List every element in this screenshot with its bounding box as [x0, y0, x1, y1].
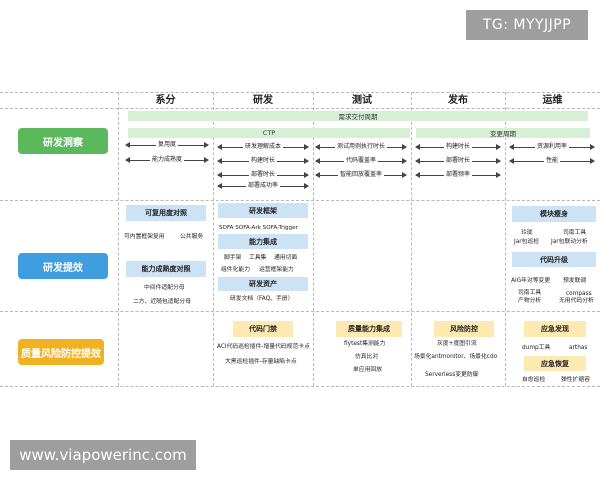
- box-code-upgrade: 代码升级: [512, 252, 596, 267]
- metric-capability: 能力成熟度: [125, 155, 209, 165]
- text-toolset: 工具集: [249, 255, 267, 261]
- text-flytest: flytest集测能力: [344, 341, 386, 347]
- text-aig-change: AIG年对等变更: [511, 278, 551, 284]
- text-dump-tool: dump工具: [522, 345, 551, 351]
- metric-resource-util: 资源利用率: [509, 142, 595, 152]
- text-middleware-denominator: 中间件适配分母: [144, 285, 185, 291]
- text-linglong: 玲珑: [521, 230, 533, 236]
- text-serverless-defense: Serverless变更防御: [425, 372, 479, 378]
- grid-line: [213, 92, 214, 386]
- box-capability-compare: 能力成熟度对照: [126, 261, 206, 277]
- text-sinan-tool-2: 司南工具: [518, 290, 542, 296]
- watermark-top: TG: MYYJJPP: [466, 10, 588, 40]
- text-stock-defect: 大黑巡检插件-存量缺陷卡点: [225, 359, 297, 365]
- text-artifact-analysis: 产物分析: [518, 298, 542, 304]
- grid-line: [313, 92, 314, 386]
- text-package-denominator: 二方、近随包适配分母: [133, 299, 191, 305]
- grid-line: [0, 311, 600, 312]
- ctp-bar: CTP: [128, 128, 410, 138]
- text-single-app-replay: 单应用回放: [353, 367, 382, 373]
- metric-deploy-success: 部署成功率: [217, 181, 309, 191]
- box-quality-integration: 质量能力集成: [336, 321, 402, 337]
- text-self-heal: 自愈巡检: [522, 377, 546, 383]
- metric-release-frequency: 部署频率: [415, 170, 501, 180]
- column-header-ceshi: 测试: [352, 95, 372, 106]
- metric-performance: 性能: [509, 156, 595, 166]
- grid-line: [118, 92, 119, 386]
- grid-line: [0, 386, 600, 387]
- text-arthas: arthas: [569, 345, 588, 351]
- text-sofa-frameworks: SOFA SOFA-Ark SOFA-Trigger: [219, 225, 298, 231]
- column-header-fabu: 发布: [448, 95, 468, 106]
- text-common-aspect: 通用切面: [274, 255, 298, 261]
- category-efficiency: 研发提效: [18, 253, 108, 279]
- grid-line: [0, 108, 600, 109]
- box-capability-integration: 能力集成: [218, 234, 308, 249]
- metric-build-time: 构建时长: [217, 156, 309, 166]
- change-cycle-bar: 变更周期: [416, 128, 590, 138]
- grid-line: [0, 92, 600, 93]
- column-header-yanfa: 研发: [253, 95, 273, 106]
- metric-deploy-time: 部署时长: [217, 170, 309, 180]
- text-gray-traffic: 灰度+度图引流: [437, 341, 477, 347]
- text-aci-incremental: ACI代码巡检插件-增量代码规范卡点: [217, 344, 310, 350]
- text-public-service: 公共服务: [180, 234, 204, 240]
- category-quality: 质量风险防控提效: [18, 339, 104, 365]
- text-compass: compass: [566, 291, 592, 297]
- text-framework-reuse: 可内置框架复用: [124, 234, 165, 240]
- box-emergency-recover: 应急恢复: [524, 356, 586, 371]
- grid-line: [505, 92, 506, 386]
- box-rd-assets: 研发资产: [218, 277, 308, 291]
- text-jar-inspection: Jar包巡检: [514, 239, 540, 245]
- text-rd-docs: 研发文档（FAQ、手册）: [230, 296, 294, 302]
- column-header-yunwei: 运维: [542, 95, 563, 106]
- category-insight: 研发洞察: [18, 128, 108, 154]
- box-emergency-detect: 应急发现: [524, 321, 586, 337]
- column-header-xifen: 系分: [155, 95, 176, 106]
- box-risk-control: 风险防控: [434, 321, 494, 337]
- delivery-cycle-bar: 需求交付周期: [128, 111, 588, 121]
- text-scaffold: 脚手架: [224, 255, 242, 261]
- box-reuse-compare: 可复用度对照: [126, 205, 206, 221]
- text-component-capability: 组件化能力: [221, 267, 250, 273]
- metric-code-coverage: 代码覆盖率: [315, 156, 407, 166]
- text-simulation-compare: 仿真比对: [355, 354, 379, 360]
- text-sinan-tool: 司南工具: [563, 230, 587, 236]
- watermark-bottom: www.viapowerinc.com: [10, 440, 196, 470]
- metric-reuse: 复用度: [125, 140, 209, 150]
- grid-line: [0, 200, 600, 201]
- text-dead-code-analysis: 无用代码分析: [559, 298, 594, 304]
- grid-line: [411, 92, 412, 386]
- metric-test-exec: 测试用例执行时长: [315, 142, 407, 152]
- text-pre-release: 预发联调: [563, 278, 587, 284]
- box-rd-framework: 研发框架: [218, 203, 308, 218]
- metric-rd-cost: 研发理解成本: [217, 142, 309, 152]
- box-code-gate: 代码门禁: [233, 321, 293, 337]
- text-scenario-monitor: 场景化antmonitor、场景化cdo: [414, 354, 498, 360]
- metric-release-deploy: 部署时长: [415, 156, 501, 166]
- box-module-slim: 模块瘦身: [512, 206, 596, 222]
- text-elastic-scale: 弹性扩缩容: [561, 377, 590, 383]
- text-jar-linkage: Jar包联动分析: [551, 239, 588, 245]
- text-ops-framework: 运营框架能力: [259, 267, 294, 273]
- metric-smart-replay: 智能回放覆盖率: [315, 170, 407, 180]
- metric-release-build: 构建时长: [415, 142, 501, 152]
